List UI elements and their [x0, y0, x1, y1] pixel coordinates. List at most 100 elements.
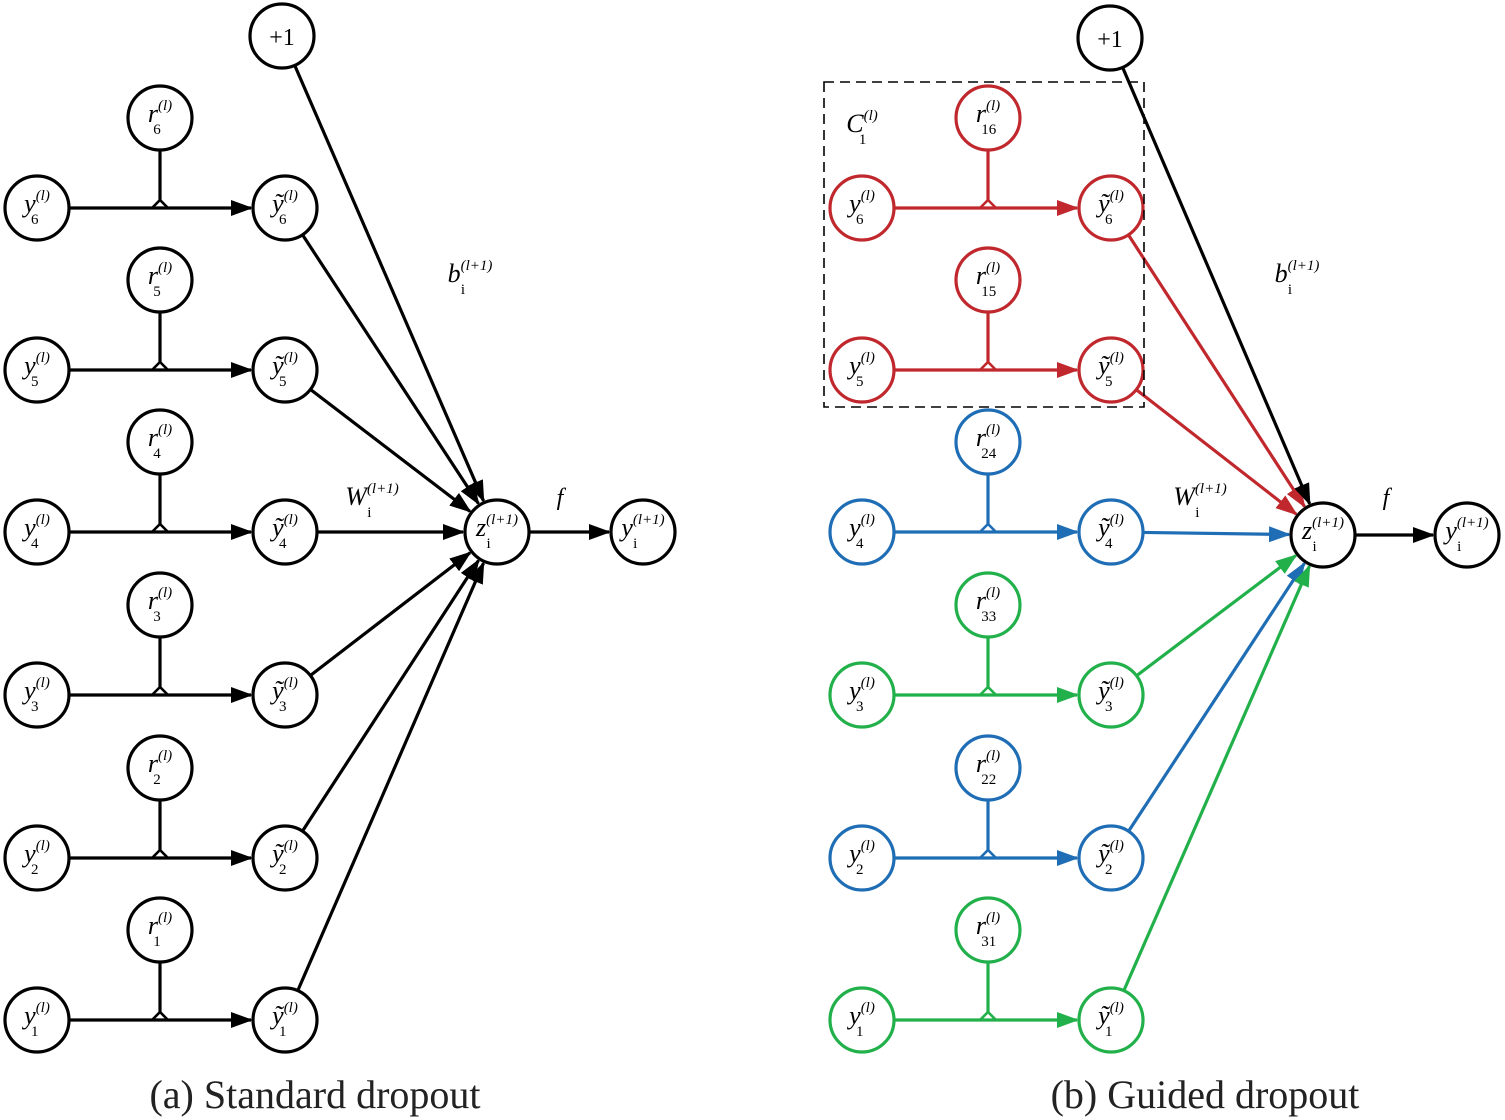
output-label-6: ỹ(l)6: [269, 188, 298, 228]
mask-node-2: [126, 734, 194, 802]
input-node-3: [828, 661, 896, 729]
output-label-3: ỹ(l)3: [269, 675, 298, 715]
input-node-4: [828, 498, 896, 566]
mask-label-22: r(l)22: [976, 748, 1000, 788]
input-node-2: [828, 824, 896, 892]
mask-label-24: r(l)24: [976, 422, 1000, 462]
mask-label-3: r(l)3: [148, 585, 172, 625]
mask-junction-3: [151, 685, 169, 696]
mask-junction-2: [151, 848, 169, 859]
sum-node-label: z(l+1)i: [1301, 515, 1344, 555]
mask-node-5: [126, 246, 194, 314]
mask-label-33: r(l)33: [976, 585, 1000, 625]
output-node-4: [1077, 498, 1145, 566]
mask-label-16: r(l)16: [976, 98, 1000, 138]
mask-node-31: [954, 896, 1022, 964]
input-node-5: [828, 336, 896, 404]
mask-label-1: r(l)1: [148, 910, 172, 950]
mask-junction-5: [151, 360, 169, 371]
output-node-1: [251, 986, 319, 1054]
output-label-3: ỹ(l)3: [1095, 675, 1124, 715]
input-label-6: y(l)6: [846, 188, 875, 228]
input-node-4: [3, 498, 71, 566]
output-neuron-label: y(l+1)i: [1442, 515, 1488, 555]
mask-node-1: [126, 896, 194, 964]
mask-label-15: r(l)15: [976, 260, 1000, 300]
output-label-6: ỹ(l)6: [1095, 188, 1124, 228]
input-label-5: y(l)5: [21, 350, 50, 390]
mask-node-24: [954, 408, 1022, 476]
bias-weight-label: b(l+1)i: [448, 258, 493, 298]
sum-node-label: z(l+1)i: [475, 512, 518, 552]
input-label-6: y(l)6: [21, 188, 50, 228]
input-node-1: [3, 986, 71, 1054]
cluster-label: C(l)1: [846, 108, 878, 148]
input-node-5: [3, 336, 71, 404]
edge-output-1-to-sum: [283, 561, 485, 1021]
mask-junction-1: [151, 1010, 169, 1021]
mask-node-33: [954, 571, 1022, 639]
output-label-1: ỹ(l)1: [269, 1000, 298, 1040]
output-neuron: [609, 498, 677, 566]
input-label-3: y(l)3: [846, 675, 875, 715]
activation-label: f: [1383, 485, 1393, 511]
output-neuron-label: y(l+1)i: [618, 512, 664, 552]
edge-output-1-to-sum: [1109, 564, 1311, 1021]
mask-junction-6: [151, 198, 169, 209]
input-node-1: [828, 986, 896, 1054]
mask-label-2: r(l)2: [148, 748, 172, 788]
bias-node: [1076, 4, 1144, 72]
mask-junction-1: [979, 1010, 997, 1021]
input-node-6: [828, 174, 896, 242]
mask-node-4: [126, 408, 194, 476]
output-node-2: [251, 824, 319, 892]
caption-standard-dropout: (a) Standard dropout: [149, 1072, 480, 1117]
output-node-5: [251, 336, 319, 404]
input-label-1: y(l)1: [846, 1000, 875, 1040]
edge-output-6-to-sum: [283, 207, 480, 506]
weight-label: W(l+1)i: [1173, 481, 1226, 521]
mask-junction-4: [979, 522, 997, 533]
input-label-2: y(l)2: [846, 838, 875, 878]
input-label-1: y(l)1: [21, 1000, 50, 1040]
input-node-6: [3, 174, 71, 242]
edge-output-3-to-sum: [1110, 554, 1298, 697]
sum-node: [463, 498, 531, 566]
output-neuron: [1433, 501, 1501, 569]
edge-output-2-to-sum: [1109, 561, 1306, 859]
bias-node-label: +1: [1097, 27, 1123, 53]
mask-junction-2: [979, 848, 997, 859]
cluster-box: [823, 81, 1145, 408]
edge-output-5-to-sum: [284, 368, 472, 513]
output-node-3: [251, 661, 319, 729]
output-node-6: [1077, 174, 1145, 242]
output-node-2: [1077, 824, 1145, 892]
bias-weight-label: b(l+1)i: [1275, 258, 1320, 298]
input-label-4: y(l)4: [846, 512, 875, 552]
input-label-5: y(l)5: [846, 350, 875, 390]
bias-node-label: +1: [269, 25, 295, 51]
output-node-5: [1077, 336, 1145, 404]
mask-label-5: r(l)5: [148, 260, 172, 300]
weight-label: W(l+1)i: [345, 481, 398, 521]
output-label-5: ỹ(l)5: [269, 350, 298, 390]
input-node-2: [3, 824, 71, 892]
output-label-5: ỹ(l)5: [1095, 350, 1124, 390]
input-label-2: y(l)2: [21, 838, 50, 878]
mask-node-3: [126, 571, 194, 639]
mask-node-15: [954, 246, 1022, 314]
mask-junction-3: [979, 685, 997, 696]
output-node-3: [1077, 661, 1145, 729]
mask-junction-6: [979, 198, 997, 209]
sum-node: [1289, 501, 1357, 569]
output-node-4: [251, 498, 319, 566]
mask-label-31: r(l)31: [976, 910, 1000, 950]
input-label-3: y(l)3: [21, 675, 50, 715]
output-label-2: ỹ(l)2: [1095, 838, 1124, 878]
output-label-4: ỹ(l)4: [1095, 512, 1124, 552]
output-label-4: ỹ(l)4: [269, 512, 298, 552]
edge-bias-to-sum: [280, 35, 485, 503]
edge-output-2-to-sum: [283, 558, 480, 859]
mask-label-4: r(l)4: [148, 422, 172, 462]
